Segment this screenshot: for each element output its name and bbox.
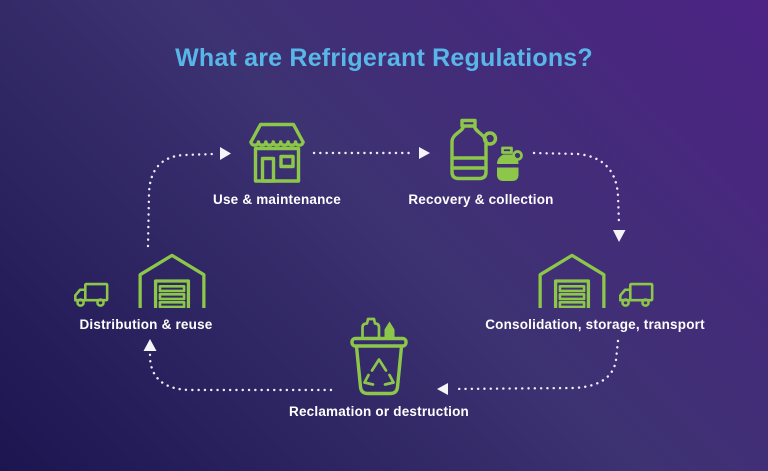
warehouse-icon <box>537 253 606 308</box>
arrow-up-icon <box>143 339 157 351</box>
stage-label: Distribution & reuse <box>79 317 213 332</box>
recycle-bin-icon <box>350 317 408 396</box>
stage-label: Consolidation, storage, transport <box>485 317 705 332</box>
warehouse-icon <box>138 253 206 308</box>
stage-label: Recovery & collection <box>408 192 554 207</box>
stage-distribution-reuse: Distribution & reuse <box>28 252 252 332</box>
stage-use-maintenance: Use & maintenance <box>173 121 381 207</box>
truck-icon <box>74 282 109 307</box>
page-title: What are Refrigerant Regulations? <box>175 44 593 72</box>
truck-icon <box>618 282 653 307</box>
truck-warehouse-icon <box>72 252 208 308</box>
refrigerant-jugs-icon <box>450 118 523 181</box>
stage-consolidation-storage-transport: Consolidation, storage, transport <box>478 252 712 332</box>
storefront-icon <box>249 122 305 183</box>
arrow-down-icon <box>613 230 626 242</box>
stage-label: Use & maintenance <box>213 192 341 207</box>
warehouse-truck-icon <box>536 252 655 308</box>
stage-reclamation-destruction: Reclamation or destruction <box>272 314 486 419</box>
stage-recovery-collection: Recovery & collection <box>377 117 585 207</box>
stage-label: Reclamation or destruction <box>289 404 469 419</box>
